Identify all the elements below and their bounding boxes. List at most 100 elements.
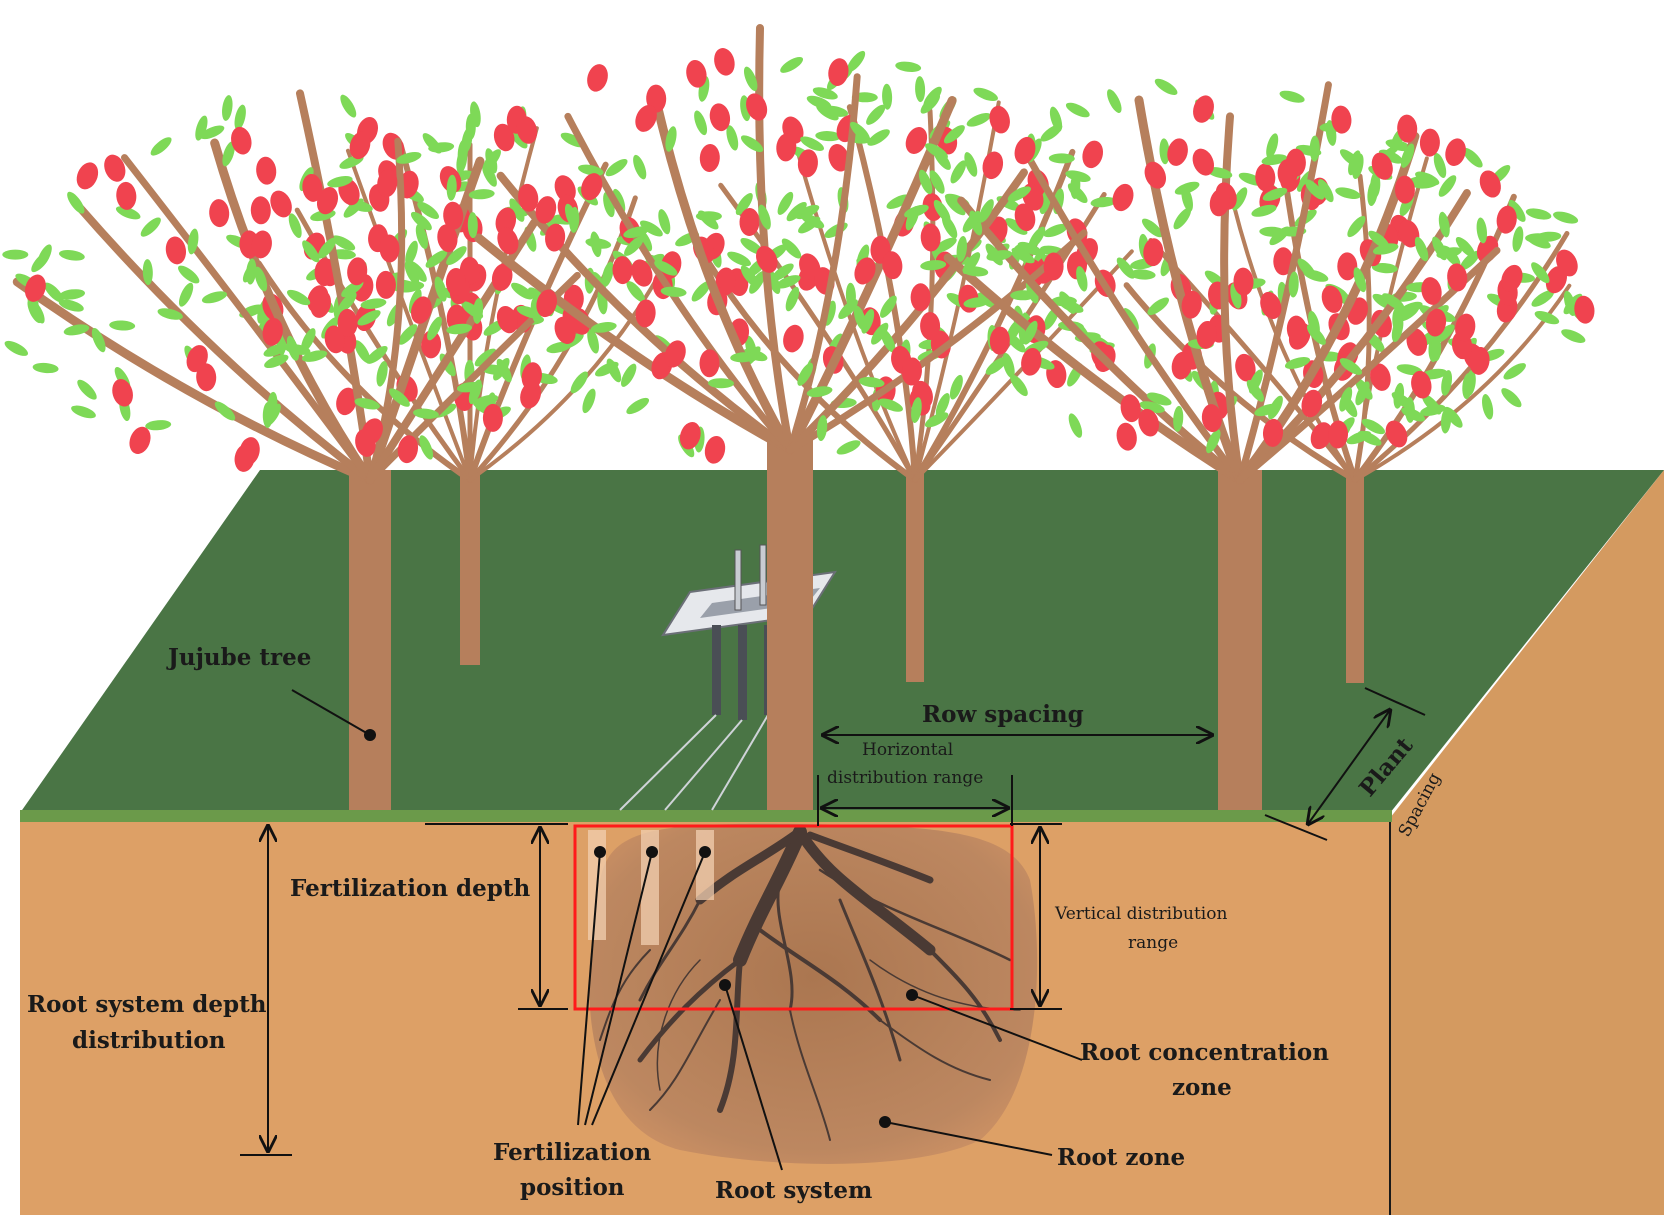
- fertilization-depth-label: Fertilization depth: [290, 875, 530, 902]
- leaf: [822, 105, 849, 117]
- leaf: [1355, 378, 1373, 400]
- leaf: [964, 152, 978, 177]
- leaf: [1011, 247, 1035, 264]
- leaf: [740, 265, 759, 288]
- root-depth-label-line2: distribution: [72, 1027, 226, 1054]
- leaf: [1508, 199, 1526, 222]
- jujube-tree: [2, 89, 595, 810]
- jujube-fruit: [129, 426, 151, 454]
- text-labels: Jujube tree Row spacing Horizontal distr…: [27, 644, 1445, 1204]
- leaf: [743, 66, 758, 91]
- leaf: [1129, 269, 1156, 280]
- tree-trunk: [1346, 470, 1364, 683]
- root-concentration-label-line2: zone: [1172, 1074, 1232, 1101]
- jujube-fruit: [1143, 238, 1164, 267]
- leaf: [1206, 167, 1233, 179]
- jujube-fruit: [1337, 252, 1358, 281]
- leaf: [425, 250, 448, 268]
- jujube-fruit: [1496, 205, 1517, 234]
- leaf: [943, 125, 965, 144]
- leader-lines: [291, 689, 1083, 1171]
- tree-branch: [1230, 199, 1357, 482]
- leaf: [845, 282, 856, 309]
- leaf: [929, 170, 945, 194]
- leaf: [800, 136, 824, 151]
- jujube-fruit: [250, 196, 271, 225]
- leaf: [1503, 363, 1526, 380]
- leaf: [58, 299, 84, 312]
- jujube-fruit: [699, 349, 720, 378]
- jujube-fruit: [1112, 183, 1134, 212]
- jujube-fruit: [739, 208, 760, 236]
- jujube-fruit: [1260, 291, 1282, 319]
- leaf: [150, 137, 172, 156]
- leaf: [866, 104, 886, 125]
- fertilization-position-label-line1: Fertilization: [493, 1139, 651, 1166]
- leaf: [797, 362, 814, 386]
- leaf: [516, 305, 542, 319]
- leaf: [4, 340, 29, 356]
- jujube-fruit: [612, 256, 633, 285]
- jujube-fruit: [1201, 404, 1222, 433]
- leaf: [727, 251, 751, 267]
- leaf: [740, 237, 763, 255]
- tree-branch: [365, 156, 485, 485]
- jujube-fruit: [495, 207, 517, 236]
- leaf: [1525, 208, 1552, 220]
- leaf: [340, 94, 357, 118]
- jujube-fruit: [1421, 277, 1442, 305]
- leaf: [694, 110, 708, 136]
- leaf: [546, 341, 572, 354]
- fertilization-position-dot: [646, 846, 658, 858]
- leaf: [933, 237, 957, 253]
- leaf: [115, 206, 141, 220]
- leaf: [601, 261, 614, 287]
- leaf: [1116, 257, 1135, 279]
- leaf: [222, 95, 233, 121]
- leaf: [758, 204, 771, 230]
- jujube-fruit: [1192, 148, 1215, 176]
- leaf: [234, 104, 246, 131]
- leaf: [1385, 139, 1411, 152]
- jujube-fruit: [982, 151, 1004, 180]
- root-system: [599, 825, 1021, 1141]
- jujube-fruit: [635, 299, 656, 328]
- jujube-fruit: [1235, 353, 1256, 382]
- jujube-fruit: [581, 173, 603, 201]
- leaf: [949, 374, 963, 400]
- leaf: [1347, 215, 1366, 238]
- jujube-fruit: [482, 403, 503, 432]
- jujube-tree: [920, 78, 1551, 810]
- jujube-fruit: [336, 387, 357, 416]
- leaf: [467, 212, 478, 239]
- leaf: [1317, 179, 1334, 203]
- leaf: [1371, 262, 1398, 274]
- jujube-fruit: [324, 325, 345, 354]
- tree-branch: [943, 253, 1245, 485]
- jujube-fruit: [497, 227, 519, 255]
- leaf: [1251, 204, 1277, 217]
- leaf: [1431, 335, 1442, 362]
- leaf: [1159, 138, 1170, 165]
- jujube-fruit: [347, 257, 368, 286]
- leaf: [923, 86, 942, 108]
- leaf: [1432, 236, 1447, 261]
- jujube-fruit: [535, 196, 557, 224]
- leaf: [1482, 394, 1494, 420]
- leaf: [468, 379, 482, 405]
- leaf: [633, 154, 647, 180]
- leaf: [1370, 172, 1381, 198]
- leaf: [1048, 153, 1075, 164]
- leaf: [606, 358, 622, 383]
- jujube-fruit: [493, 123, 515, 152]
- jujube-fruit: [536, 289, 558, 318]
- plant-spacing-tick-top: [1364, 687, 1426, 716]
- jujube-fruit: [920, 223, 941, 252]
- leaf: [578, 164, 604, 176]
- jujube-fruit: [679, 421, 701, 450]
- leaf: [1254, 403, 1280, 417]
- plant-spacing-arrow: [1308, 710, 1390, 824]
- tree-trunk: [1218, 470, 1262, 810]
- leaf: [222, 141, 235, 167]
- jujube-fruit: [1445, 138, 1466, 166]
